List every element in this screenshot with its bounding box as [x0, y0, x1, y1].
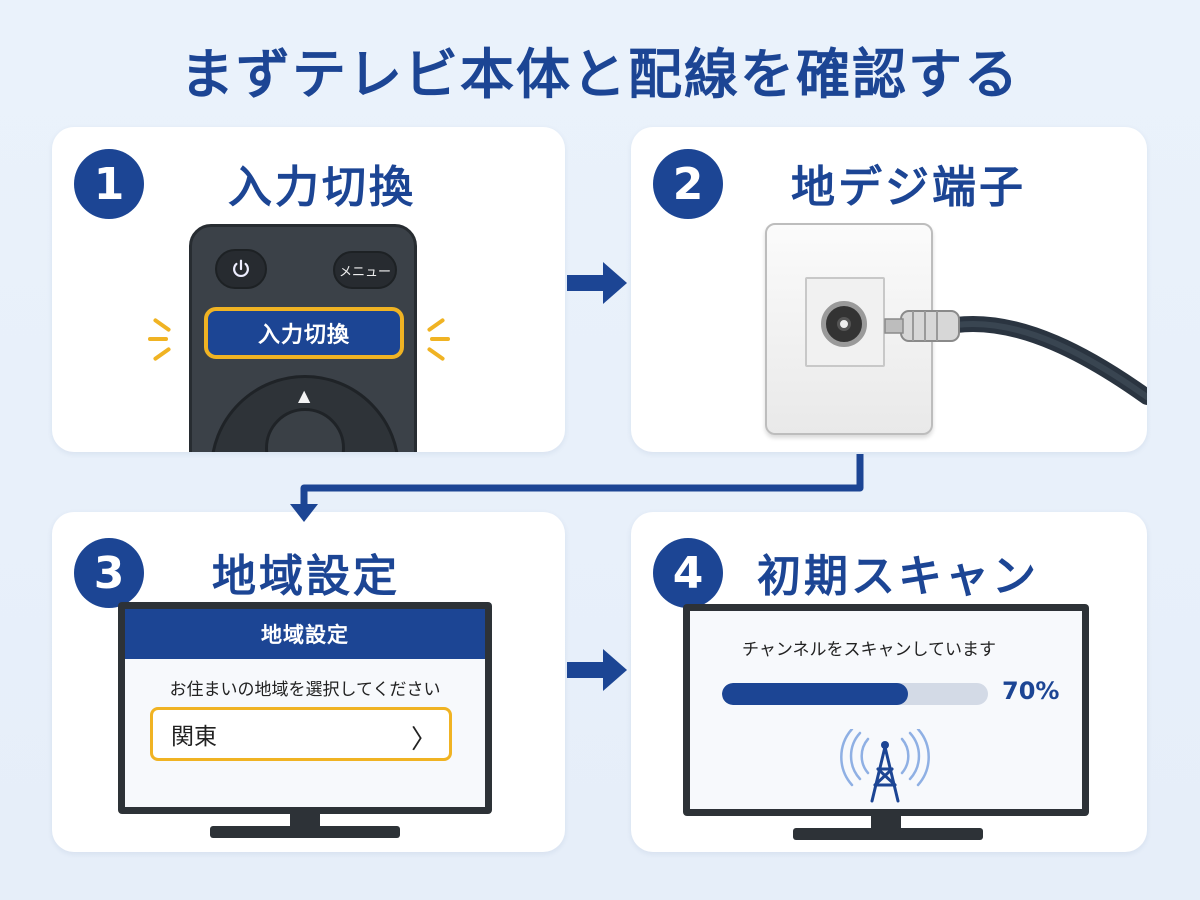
step-number-badge: 4 — [653, 538, 723, 608]
flow-connector-arrow — [290, 454, 864, 522]
highlight-spark — [430, 337, 450, 341]
step-card-antenna-port: 2 地デジ端子 — [631, 127, 1147, 452]
broadcast-tower-icon — [840, 729, 930, 803]
step-title: 地域設定 — [212, 551, 400, 602]
d-pad[interactable]: ▲ ◀ ▶ — [210, 375, 400, 452]
tv-display: 地域設定 お住まいの地域を選択してください 関東 〉 — [118, 602, 492, 814]
tv-stand-base — [210, 826, 400, 838]
highlight-spark — [152, 346, 172, 362]
scan-message: チャンネルをスキャンしています — [742, 640, 996, 660]
input-switch-button[interactable]: 入力切換 — [204, 307, 404, 359]
highlight-spark — [426, 317, 446, 333]
cable-plug — [900, 310, 960, 342]
step-card-initial-scan: 4 初期スキャン チャンネルをスキャンしています 70% — [631, 512, 1147, 852]
menu-button[interactable]: メニュー — [333, 251, 397, 289]
step-title: 入力切換 — [228, 162, 416, 213]
step-title: 初期スキャン — [757, 551, 1039, 602]
coax-port-icon — [821, 301, 867, 347]
highlight-spark — [426, 346, 446, 362]
step-title: 地デジ端子 — [791, 162, 1026, 213]
tv-screen: チャンネルをスキャンしています 70% — [690, 611, 1082, 809]
scan-progress-fill — [722, 683, 909, 705]
region-select-value: 関東 — [171, 724, 217, 750]
highlight-spark — [148, 337, 168, 341]
arrow-right-icon — [567, 649, 627, 691]
arrow-up-icon[interactable]: ▲ — [298, 386, 311, 405]
arrow-right-icon — [567, 262, 627, 304]
step-card-input-switch: 1 入力切換 メニュー 入力切換 ▲ ◀ ▶ — [52, 127, 565, 452]
tv-remote: メニュー 入力切換 ▲ ◀ ▶ — [189, 224, 417, 452]
region-select[interactable]: 関東 〉 — [150, 707, 452, 761]
region-prompt: お住まいの地域を選択してください — [169, 680, 441, 700]
chevron-right-icon: 〉 — [410, 725, 437, 755]
highlight-spark — [152, 317, 172, 333]
scan-progress-bar — [722, 683, 988, 705]
page-title: まずテレビ本体と配線を確認する — [180, 43, 1020, 106]
step-number-badge: 2 — [653, 149, 723, 219]
antenna-socket — [805, 277, 885, 367]
region-screen-header: 地域設定 — [125, 609, 485, 659]
tv-stand-base — [793, 828, 983, 840]
step-number-badge: 3 — [74, 538, 144, 608]
ok-button[interactable] — [265, 408, 345, 452]
antenna-cable — [884, 310, 1147, 405]
step-card-region-setting: 3 地域設定 地域設定 お住まいの地域を選択してください 関東 〉 — [52, 512, 565, 852]
power-button[interactable] — [215, 249, 267, 289]
step-number-badge: 1 — [74, 149, 144, 219]
scan-progress-label: 70% — [1002, 677, 1060, 705]
tv-display: チャンネルをスキャンしています 70% — [683, 604, 1089, 816]
power-icon — [233, 259, 249, 278]
tv-screen: 地域設定 お住まいの地域を選択してください 関東 〉 — [125, 609, 485, 807]
